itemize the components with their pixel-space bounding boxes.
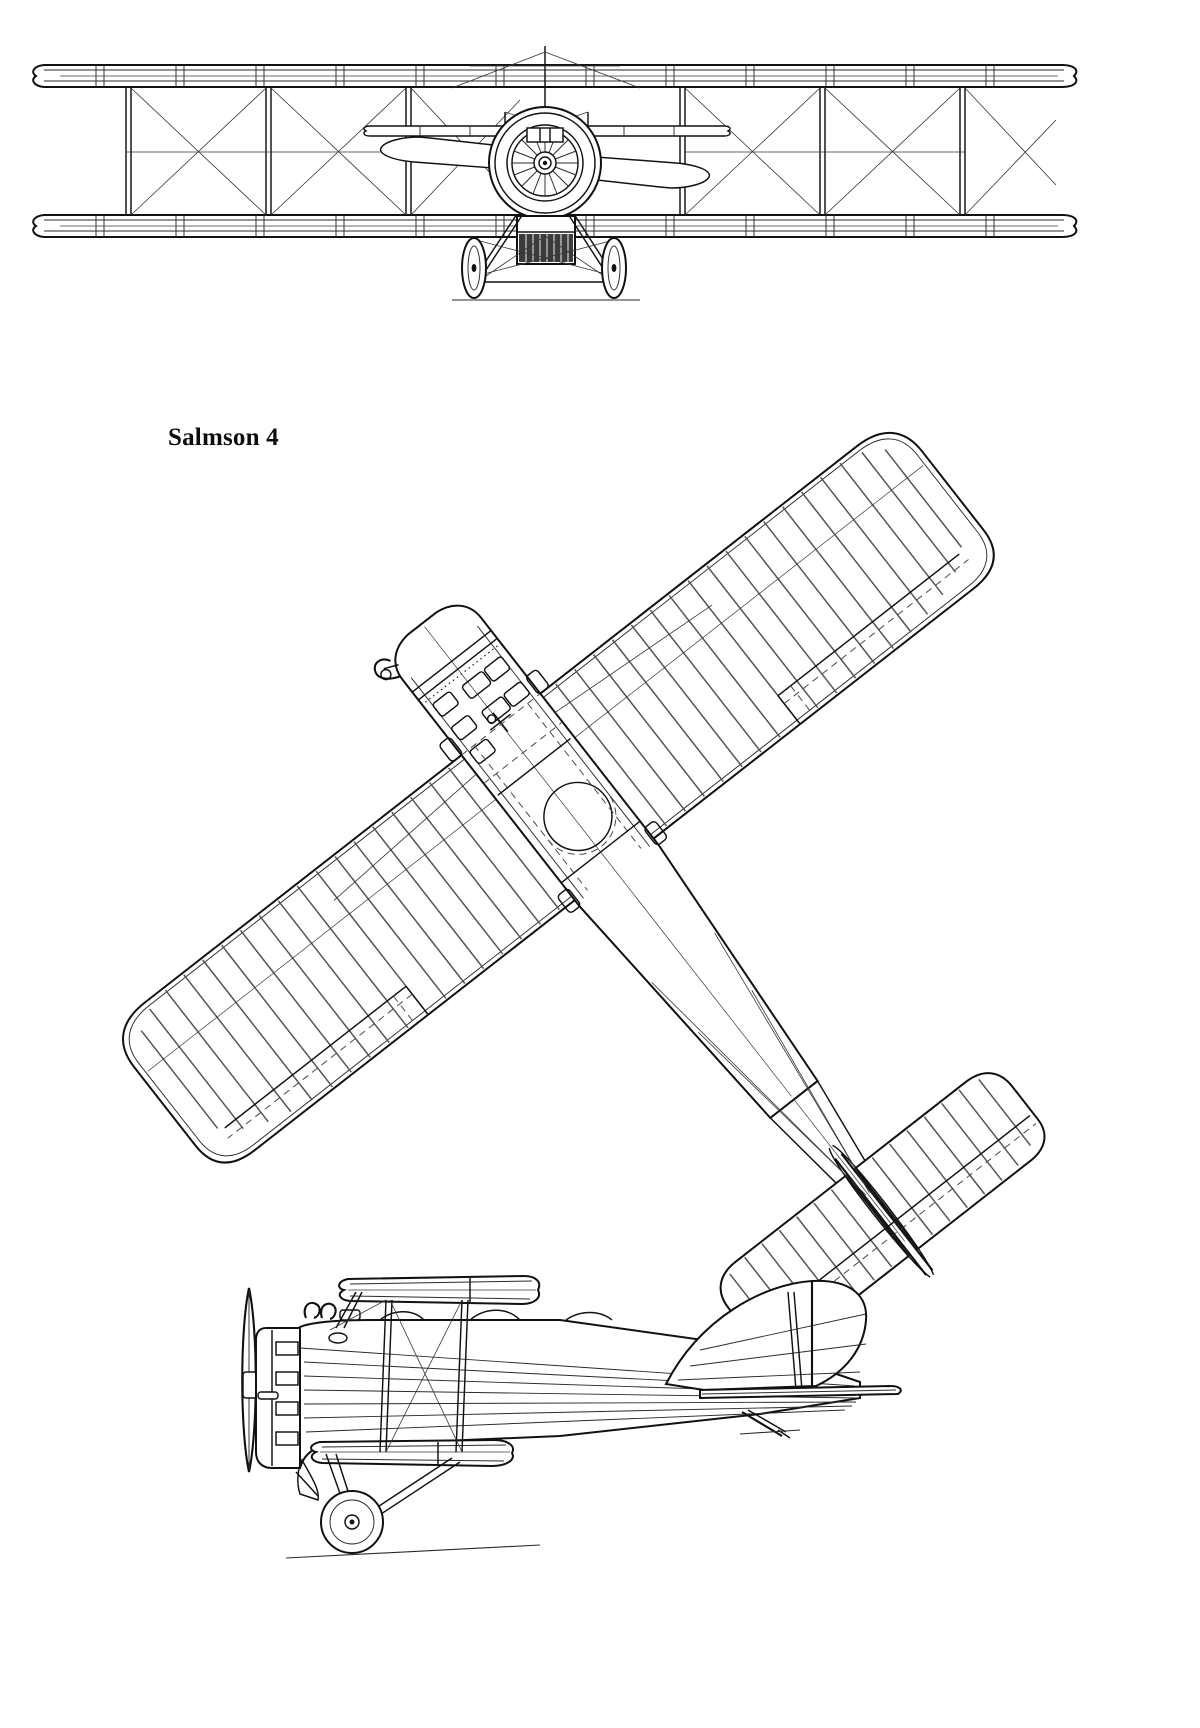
front-wheel-right — [601, 237, 627, 299]
front-lower-wing-ribs — [95, 215, 995, 237]
plan-starboard-wing — [515, 431, 995, 859]
side-fin-ribs — [677, 1313, 867, 1381]
front-engine-cowling — [488, 106, 602, 220]
front-landing-gear — [452, 213, 640, 301]
front-upper-wing-ribs — [95, 65, 995, 87]
side-elevation-view — [241, 1274, 902, 1559]
side-strut-bracing — [329, 1299, 463, 1453]
front-wheel-left — [461, 237, 487, 299]
plan-fuselage — [373, 604, 819, 1120]
side-engine-cowling — [255, 1327, 301, 1469]
side-propeller — [241, 1287, 258, 1473]
front-propeller — [379, 136, 711, 189]
plan-port-aileron — [224, 985, 429, 1139]
plan-tail-bracing — [651, 932, 870, 1196]
side-landing-gear — [295, 1453, 461, 1554]
side-lower-wing — [310, 1438, 514, 1468]
side-upper-wing — [338, 1274, 541, 1306]
side-wheel — [320, 1490, 384, 1554]
plan-nose-fittings — [373, 658, 401, 681]
plan-port-wing — [122, 735, 600, 1164]
plan-view — [122, 431, 1046, 1354]
side-tailplane — [699, 1384, 902, 1400]
side-fin-rudder — [664, 1279, 868, 1392]
plan-port-ribs — [140, 752, 579, 1130]
front-elevation-view — [32, 46, 1078, 301]
plan-strut-stubs — [439, 669, 668, 913]
plan-starboard-aileron — [777, 553, 969, 725]
front-interplane-struts — [125, 88, 966, 215]
plan-wing-bracing — [333, 604, 713, 901]
plan-cowl-panels — [432, 656, 530, 764]
side-ground-line — [285, 1429, 801, 1559]
front-radiator — [516, 215, 576, 265]
side-cowl-louvres — [275, 1341, 299, 1446]
front-upper-wing — [32, 64, 1078, 88]
side-struts — [329, 1291, 469, 1453]
drawing-caption: Salmson 4 — [168, 424, 279, 451]
plan-rudder — [828, 1144, 935, 1278]
